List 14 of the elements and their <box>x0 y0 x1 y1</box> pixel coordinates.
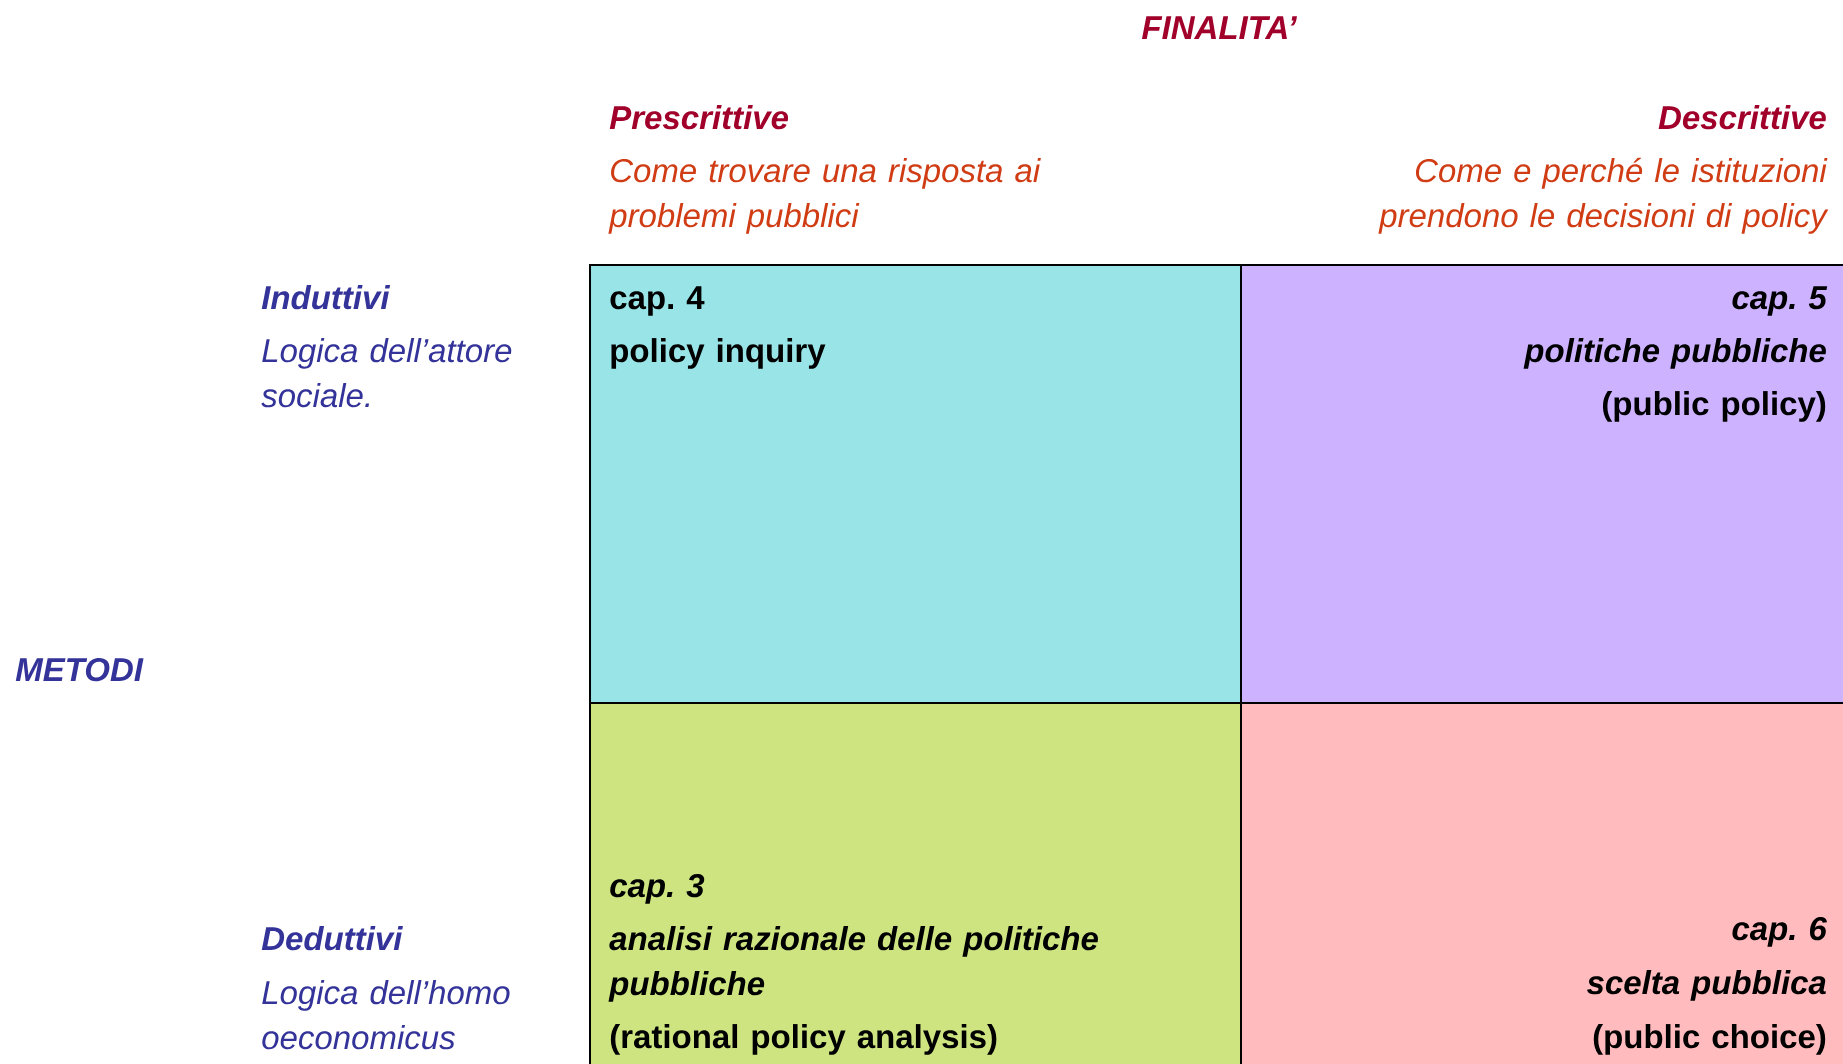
row-description: Logica dell’attore sociale. <box>261 338 512 408</box>
axis-label: METODI <box>15 657 144 682</box>
title: FINALITA’ <box>1142 16 1297 39</box>
quadrant-box: cap. 5 politiche pubbliche (public policy) <box>1240 264 1843 704</box>
quadrant-box: cap. 6 scelta pubblica (public choice) <box>1240 702 1843 1064</box>
column-description: Come e perché le istituzioni prendono le decisioni di policy <box>1378 157 1829 234</box>
row-heading: Deduttivi <box>261 926 403 951</box>
column-description: Come trovare una risposta ai problemi pubblici <box>608 158 1041 234</box>
quadrant-box: cap. 4 policy inquiry <box>589 264 1242 704</box>
quadrant-box: cap. 3 analisi razionale delle politiche pubbliche (rational policy analysis) <box>589 702 1242 1064</box>
column-heading: Prescrittive <box>609 105 789 130</box>
row-description: Logica dell’homo oeconomicus <box>262 980 510 1050</box>
row-heading: Induttivi <box>261 285 391 310</box>
column-heading: Descrittive <box>1658 105 1826 130</box>
